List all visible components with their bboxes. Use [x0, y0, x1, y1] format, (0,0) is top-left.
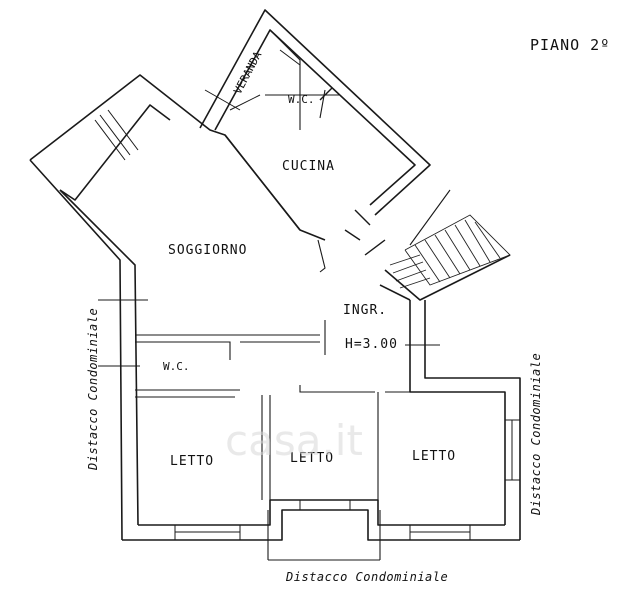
ingresso-label: INGR. — [343, 303, 387, 318]
soggiorno-label: SOGGIORNO — [168, 243, 247, 258]
outer-walls — [29, 9, 521, 541]
wc-left-label: W.C. — [163, 360, 190, 373]
height-label: H=3.00 — [345, 337, 398, 352]
doors — [319, 87, 386, 256]
left-side-label: Distacco Condominiale — [86, 308, 100, 471]
floor-title: PIANO 2º — [530, 36, 610, 54]
letto-3-label: LETTO — [412, 449, 456, 464]
bottom-bay — [267, 510, 381, 561]
interior-walls — [135, 29, 505, 500]
watermark: casa.it — [225, 416, 363, 465]
bottom-label: Distacco Condominiale — [285, 570, 448, 584]
letto-2-label: LETTO — [290, 451, 334, 466]
wc-top-label: W.C. — [288, 93, 315, 106]
right-side-label: Distacco Condominiale — [529, 353, 543, 516]
staircase — [389, 189, 511, 289]
veranda-label: VERANDA — [231, 49, 264, 96]
cucina-label: CUCINA — [282, 159, 335, 174]
letto-1-label: LETTO — [170, 454, 214, 469]
windows — [94, 49, 520, 540]
